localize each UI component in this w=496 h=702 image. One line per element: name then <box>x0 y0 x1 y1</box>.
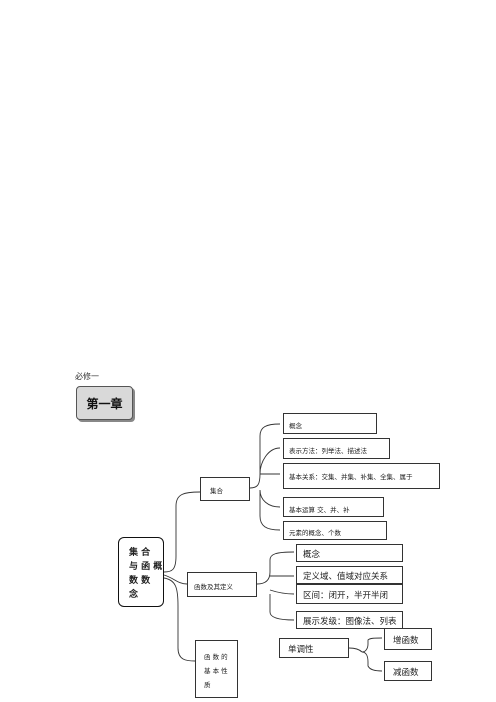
function-branch-label: 函数及其定义 <box>194 583 233 591</box>
properties-label-line-1: 函 数 的 <box>204 653 228 661</box>
increasing-function-box: 增函数 <box>384 628 432 650</box>
root-to-function-connector <box>163 574 188 585</box>
decreasing-function-label: 减函数 <box>393 668 419 678</box>
set-branch-label: 集合 <box>210 487 223 495</box>
chapter-title: 第一章 <box>86 396 123 411</box>
set-relations-label: 基本关系：交集、并集、补集、全集、属于 <box>289 473 413 481</box>
chapter-badge: 第一章 <box>76 386 133 420</box>
set-representation-label: 表示方法：列举法、描述法 <box>289 447 367 455</box>
set-operations-box: 基本运算 交、并、补 <box>283 497 384 517</box>
set-relations-box: 基本关系：交集、并集、补集、全集、属于 <box>283 463 440 489</box>
function-domain-label: 定义域、值域对应关系 <box>303 572 389 582</box>
function-concept-box: 概念 <box>296 544 403 562</box>
set-concept-label: 概念 <box>289 422 302 430</box>
root-line-4: 念 <box>129 590 139 600</box>
set-operations-label: 基本运算 交、并、补 <box>289 506 350 514</box>
set-concept-box: 概念 <box>283 413 377 434</box>
root-concept-box: 集 合 与 函 概 数 数 念 <box>118 537 164 607</box>
root-to-properties-connector <box>163 577 196 662</box>
root-line-2: 与 函 概 <box>129 562 163 572</box>
monotonic-brace <box>348 637 383 672</box>
set-brace <box>249 423 281 531</box>
properties-label-line-2: 基 本 性 <box>204 667 228 675</box>
decreasing-function-box: 减函数 <box>384 661 432 681</box>
book-label: 必修一 <box>75 372 99 381</box>
function-interval-box: 区间：闭开，半开半闭 <box>296 584 403 604</box>
set-elements-box: 元素的概念、个数 <box>283 521 387 540</box>
function-concept-label: 概念 <box>303 550 321 560</box>
monotonic-label: 单调性 <box>288 645 314 655</box>
root-to-set-connector <box>163 491 201 573</box>
root-line-3: 数 数 <box>129 576 151 586</box>
function-branch-box: 函数及其定义 <box>187 572 257 597</box>
properties-label-line-3: 质 <box>204 681 211 689</box>
function-domain-box: 定义域、值域对应关系 <box>296 566 403 584</box>
set-branch-box: 集合 <box>200 477 250 501</box>
function-interval-label: 区间：闭开，半开半闭 <box>303 591 389 601</box>
function-representation-box: 展示发级：图像法、列表 <box>296 611 403 629</box>
increasing-function-label: 增函数 <box>393 636 419 646</box>
set-representation-box: 表示方法：列举法、描述法 <box>283 438 390 459</box>
monotonic-box: 单调性 <box>279 638 349 658</box>
set-elements-label: 元素的概念、个数 <box>289 529 341 537</box>
function-brace <box>256 551 295 621</box>
properties-branch-box: 函 数 的 基 本 性 质 <box>195 640 238 698</box>
root-line-1: 集 合 <box>129 548 151 558</box>
function-representation-label: 展示发级：图像法、列表 <box>303 617 397 627</box>
